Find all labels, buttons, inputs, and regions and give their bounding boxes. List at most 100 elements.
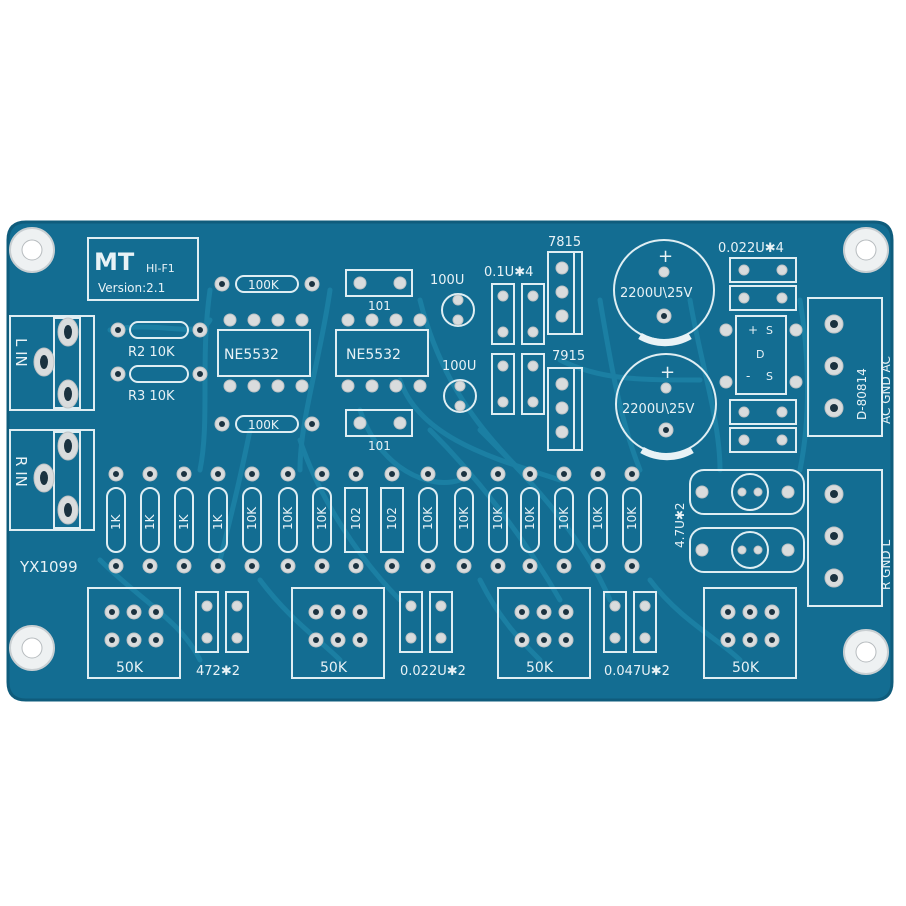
ac-input-connector: D-80814 AC GND AC — [807, 297, 893, 437]
row-resistor-label: 102 — [385, 507, 399, 530]
resistor-r2: R2 10K — [110, 321, 208, 360]
copper-traces — [97, 287, 810, 663]
ic-ne5532-left: NE5532 — [217, 313, 311, 393]
ic-right-label: NE5532 — [346, 347, 401, 363]
mounting-hole-bottom-right — [843, 629, 889, 675]
bridge-minus: - — [746, 369, 750, 383]
row-resistor-label: 10K — [625, 506, 639, 530]
row-resistor-label: 10K — [557, 506, 571, 530]
row-resistor-label: 102 — [349, 507, 363, 530]
resistor-100k-bottom: 100K — [214, 415, 320, 433]
row-resistor: 10K — [454, 466, 474, 574]
row-resistor: 10K — [554, 466, 574, 574]
row-resistor-label: 1K — [177, 513, 191, 530]
potentiometer: 50K — [87, 587, 181, 679]
cap-100u-top: 100U — [430, 273, 475, 327]
brand-subtitle: HI-F1 — [146, 262, 175, 275]
bridge-rectifier: + S D - S — [719, 315, 803, 395]
cap-2200u-top: + 2200U\25V — [613, 239, 715, 347]
row-resistor: 1K — [208, 466, 228, 574]
cap-01u-label: 0.1U✱4 — [484, 265, 533, 280]
potentiometer-label: 50K — [116, 660, 144, 676]
r-100k-bottom-label: 100K — [248, 418, 280, 432]
cap-100u-top-label: 100U — [430, 273, 464, 288]
bottom-cap-row: 472✱2 0.022U✱2 0.047U✱2 — [195, 591, 670, 679]
brand-block: MT HI-F1 Version:2.1 — [87, 237, 199, 301]
row-resistor: 10K — [418, 466, 438, 574]
row-resistor: 1K — [106, 466, 126, 574]
row-resistor: 10K — [488, 466, 508, 574]
l-in-label: L IN — [12, 338, 30, 367]
row-resistor: 102 — [344, 466, 368, 574]
ic-ne5532-right: NE5532 — [335, 313, 429, 393]
row-resistor-label: 10K — [245, 506, 259, 530]
potentiometer: 50K — [497, 587, 591, 679]
cap-101-bottom: 101 — [345, 409, 413, 453]
cap-100u-bottom: 100U — [442, 359, 477, 413]
cap-01u-group: 0.1U✱4 — [484, 265, 545, 415]
cap-101-bottom-label: 101 — [368, 439, 391, 453]
cap-47u-group: 4.7U✱2 — [673, 469, 805, 573]
cap-47u-label: 4.7U✱2 — [673, 502, 687, 548]
regulator-7815-label: 7815 — [548, 235, 581, 250]
row-resistor-label: 10K — [315, 506, 329, 530]
row-resistor: 10K — [312, 466, 332, 574]
row-resistor: 10K — [278, 466, 298, 574]
bridge-plus: + — [748, 323, 758, 337]
regulator-7815: 7815 — [547, 235, 583, 335]
bottom-cap-pair: 0.047U✱2 — [603, 591, 670, 679]
potentiometer-label: 50K — [526, 660, 554, 676]
bridge-label: D-80814 — [855, 368, 869, 420]
potentiometer-label: 50K — [732, 660, 760, 676]
mounting-hole-top-left — [9, 227, 55, 273]
cap-100u-bottom-label: 100U — [442, 359, 476, 374]
l-in-connector: L IN — [9, 315, 95, 411]
cap-2200u-bottom-plus: + — [660, 362, 675, 383]
regulator-7915-label: 7915 — [552, 349, 585, 364]
resistor-row: 1K 1K 1K 1K 10K 10K 10K 102 102 10K 10K 10K 10K 10K 10… — [106, 466, 642, 574]
ac-input-label: AC GND AC — [879, 356, 893, 424]
cap-0022u-group: 0.022U✱4 — [718, 241, 797, 453]
row-resistor-label: 10K — [491, 506, 505, 530]
cap-2200u-top-label: 2200U\25V — [620, 286, 693, 301]
bottom-cap-label: 472✱2 — [196, 664, 240, 679]
cap-2200u-bottom: + 2200U\25V — [615, 353, 717, 461]
resistor-100k-top: 100K — [214, 275, 320, 293]
mounting-hole-bottom-left — [9, 625, 55, 671]
row-resistor-label: 1K — [143, 513, 157, 530]
row-resistor: 102 — [380, 466, 404, 574]
row-resistor: 10K — [622, 466, 642, 574]
row-resistor: 10K — [242, 466, 262, 574]
mounting-hole-top-right — [843, 227, 889, 273]
row-resistor: 1K — [174, 466, 194, 574]
bridge-s-bottom: S — [766, 370, 773, 383]
output-label: R GND L — [879, 540, 893, 590]
r-in-label: R IN — [12, 456, 30, 487]
row-resistor-label: 10K — [523, 506, 537, 530]
potentiometer-row: 50K 50K 50K 50K — [87, 587, 797, 679]
brand-logo: MT — [94, 248, 135, 276]
potentiometer: 50K — [703, 587, 797, 679]
bottom-cap-pair: 472✱2 — [195, 591, 249, 679]
regulator-7915: 7915 — [547, 349, 585, 451]
model-label: YX1099 — [19, 558, 78, 576]
version-label: Version:2.1 — [98, 281, 165, 295]
row-resistor: 10K — [588, 466, 608, 574]
potentiometer-label: 50K — [320, 660, 348, 676]
cap-2200u-bottom-label: 2200U\25V — [622, 402, 695, 417]
row-resistor: 1K — [140, 466, 160, 574]
bottom-cap-label: 0.047U✱2 — [604, 664, 670, 679]
r-in-connector: R IN — [9, 429, 95, 531]
bottom-cap-pair: 0.022U✱2 — [399, 591, 466, 679]
cap-0022u-top-label: 0.022U✱4 — [718, 241, 784, 256]
row-resistor-label: 1K — [211, 513, 225, 530]
row-resistor-label: 1K — [109, 513, 123, 530]
resistor-r3: R3 10K — [110, 365, 208, 404]
bridge-s-top: S — [766, 324, 773, 337]
bottom-cap-label: 0.022U✱2 — [400, 664, 466, 679]
row-resistor-label: 10K — [591, 506, 605, 530]
bridge-d: D — [756, 348, 764, 361]
r2-label: R2 10K — [128, 345, 175, 360]
cap-101-top: 101 — [345, 269, 413, 313]
